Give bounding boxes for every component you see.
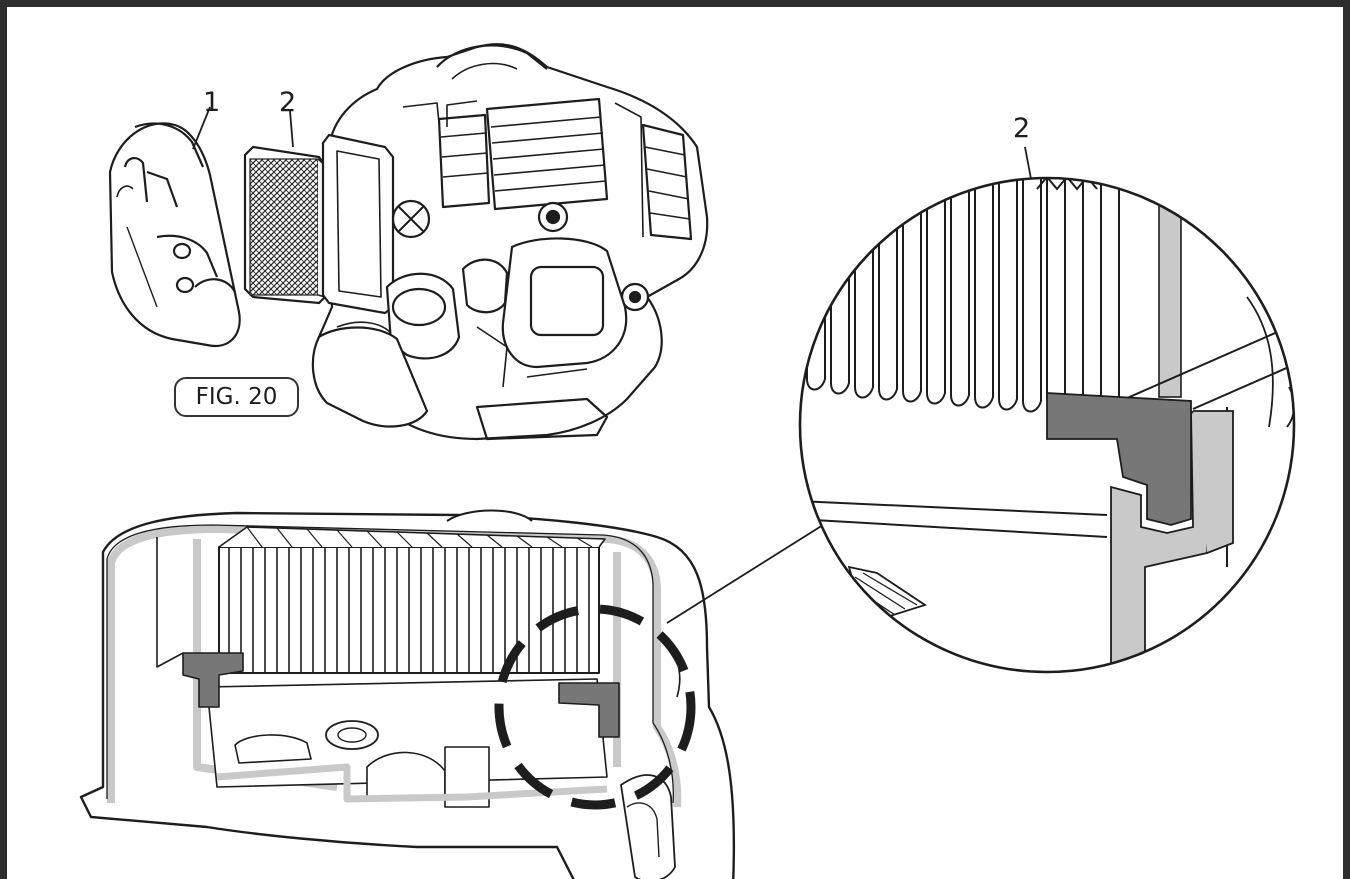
detail-connector-line: [666, 524, 824, 624]
callout-2-filter: 2: [279, 87, 297, 118]
engine-block: [311, 43, 709, 441]
detail-highlight-ring: [494, 604, 696, 810]
figure-label: FIG. 20: [174, 377, 299, 417]
callout-1: 1: [203, 87, 221, 118]
filter-housing-cutaway: [79, 509, 736, 879]
air-filter-element: [243, 145, 327, 305]
air-filter-cover: [108, 122, 241, 348]
callout-leaders-top: [192, 106, 294, 150]
diagram-canvas: [79, 43, 1296, 879]
detail-magnifier: [798, 176, 1296, 674]
callout-2-detail: 2: [1013, 113, 1031, 144]
callout-leader-detail: [1024, 146, 1032, 180]
